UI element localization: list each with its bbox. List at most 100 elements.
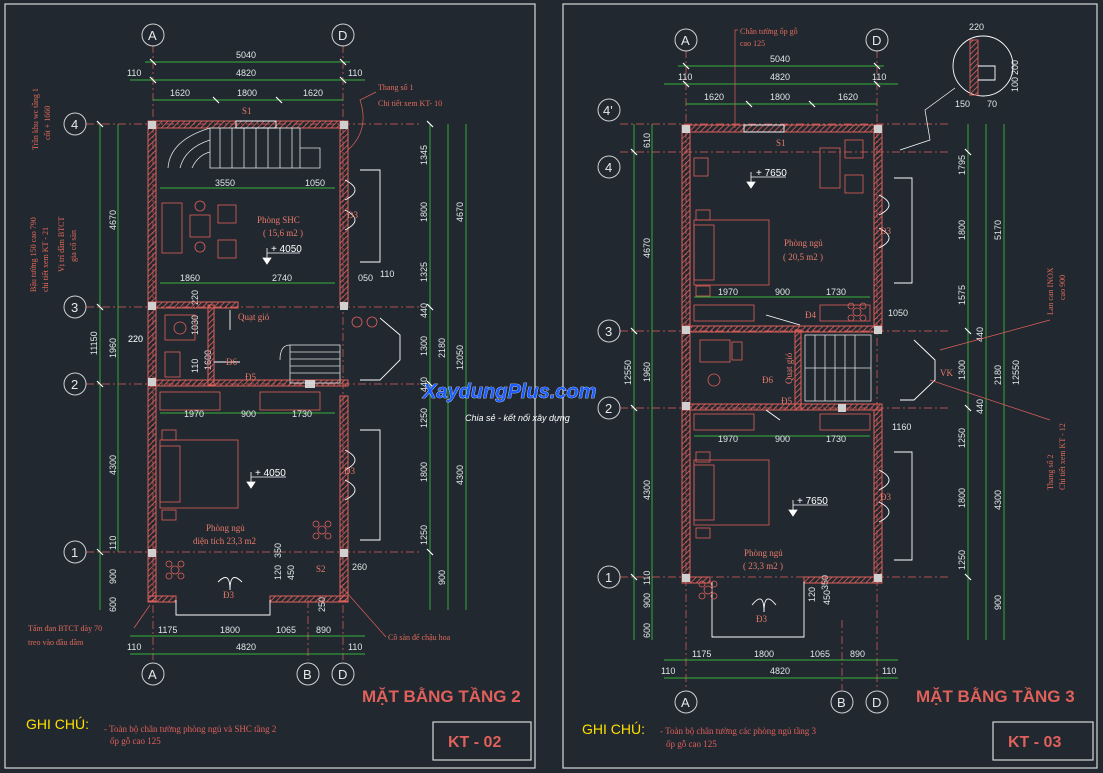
dim-top: 1620 xyxy=(303,88,323,98)
label-quat: Quạt gió xyxy=(784,352,794,384)
axis-label: 4' xyxy=(603,103,613,118)
axis-label: A xyxy=(681,695,690,710)
dim-inner: 220 xyxy=(190,290,200,305)
dim-top: 1620 xyxy=(170,88,190,98)
dim-top: 5040 xyxy=(770,54,790,64)
columns xyxy=(148,121,348,557)
dimension-ticks xyxy=(630,62,972,581)
callout: cao 125 xyxy=(740,39,765,48)
label-s1: S1 xyxy=(242,106,252,116)
vertical-note: cốt + 1660 xyxy=(43,106,52,140)
dim-inner: 900 xyxy=(775,434,790,444)
dim-right: 1250 xyxy=(419,525,429,545)
dim-right: 1325 xyxy=(419,262,429,282)
callout-leader xyxy=(939,319,1051,351)
level-text: + 7650 xyxy=(797,496,828,507)
level-text: + 4050 xyxy=(255,468,286,479)
drawing-title: MẶT BẰNG TẦNG 3 xyxy=(916,687,1075,706)
dim-left: 110 xyxy=(642,571,652,585)
callout-leader xyxy=(929,379,1051,421)
callout: Thang số 1 xyxy=(378,83,414,92)
dim-top: 110 xyxy=(678,72,692,82)
dim-right: 1800 xyxy=(419,202,429,222)
axis-label: 3 xyxy=(71,300,78,315)
callout-leader xyxy=(339,584,387,638)
dim-inner: 1050 xyxy=(888,308,908,318)
dim-inner: 1970 xyxy=(184,409,204,419)
dim-right: 1345 xyxy=(419,145,429,165)
axis-label: A xyxy=(148,667,157,682)
detail-circle xyxy=(952,35,1014,97)
vertical-note: Chi tiết xem KT - 12 xyxy=(1058,423,1067,490)
dim-right: 4300 xyxy=(993,490,1003,510)
dimension-ticks xyxy=(96,58,434,556)
dim-inner: 1730 xyxy=(292,409,312,419)
sheet-number-box xyxy=(432,721,532,761)
dim-top: 1620 xyxy=(704,92,724,102)
dim-right: 1250 xyxy=(957,428,967,448)
axis-bubbles xyxy=(63,23,355,686)
note-text: - Toàn bộ chân tường phòng ngủ và SHC tầ… xyxy=(104,724,276,734)
dim-left: 12550 xyxy=(623,360,633,385)
dim-right: 440 xyxy=(419,303,429,318)
level-text: + 4050 xyxy=(271,244,302,255)
label-d4: Đ4 xyxy=(805,310,816,320)
label-d3: Đ3 xyxy=(880,226,891,236)
note-text: ốp gỗ cao 125 xyxy=(666,739,717,749)
label-d3: Đ3 xyxy=(344,466,355,476)
axis-bubbles xyxy=(597,28,889,714)
dim-right: 900 xyxy=(437,570,447,585)
dim-left: 600 xyxy=(108,597,118,612)
room-name: Phòng ngủ xyxy=(206,523,245,533)
axis-label: B xyxy=(837,695,846,710)
room-name: Phòng SHC xyxy=(257,215,300,225)
room-name: Phòng ngủ xyxy=(744,548,783,558)
dim-left: 900 xyxy=(108,569,118,584)
sheet-number: KT - 03 xyxy=(1008,734,1061,751)
dim-left: 4300 xyxy=(108,455,118,475)
axis-label: A xyxy=(148,28,157,43)
dim-bottom: 1800 xyxy=(220,625,240,635)
dim-right: 440 xyxy=(975,327,985,342)
furniture xyxy=(693,139,871,539)
dim-inner: 1050 xyxy=(305,178,325,188)
dim-right: 4300 xyxy=(455,465,465,485)
dim-left: 900 xyxy=(642,593,652,608)
dim-right: 4670 xyxy=(455,202,465,222)
dim-left: 220 xyxy=(128,334,143,344)
dim-bottom: 1800 xyxy=(754,649,774,659)
callout: Tấm đan BTCT dày 70 xyxy=(28,624,102,633)
dim-inner: 2740 xyxy=(272,273,292,283)
dim-top: 1800 xyxy=(237,88,257,98)
label-vk: VK xyxy=(940,368,953,378)
dim-bottom: 1175 xyxy=(692,649,711,659)
dim-inner: 100 xyxy=(1010,77,1020,92)
drawing-title: MẶT BẰNG TẦNG 2 xyxy=(362,687,521,706)
walls xyxy=(147,120,349,603)
dim-right: 2180 xyxy=(993,365,1003,385)
dim-top: 5040 xyxy=(236,50,256,60)
dim-inner: 050 xyxy=(358,273,373,283)
sheet-border xyxy=(562,3,1098,769)
axis-label: 1 xyxy=(71,545,78,560)
dim-bottom: 1065 xyxy=(276,625,296,635)
dim-bottom: 4820 xyxy=(236,642,256,652)
note-text: - Toàn bộ chân tường các phòng ngủ tầng … xyxy=(660,726,817,736)
callout-leader xyxy=(347,91,377,151)
dim-inner: 900 xyxy=(775,287,790,297)
axis-label: D xyxy=(338,667,347,682)
dim-right: 1795 xyxy=(957,155,967,175)
dim-right: 1250 xyxy=(957,550,967,570)
level-text: + 7650 xyxy=(756,168,787,179)
level-marker xyxy=(746,172,828,517)
dim-left: 4300 xyxy=(642,480,652,500)
label-d3: Đ3 xyxy=(347,210,358,220)
dim-inner: 1730 xyxy=(826,287,846,297)
dim-top: 4820 xyxy=(236,68,256,78)
sheet-border xyxy=(4,3,536,769)
note-label: GHI CHÚ: xyxy=(26,716,89,732)
room-area: ( 20,5 m2 ) xyxy=(783,252,823,262)
sheet-number: KT - 02 xyxy=(448,734,501,751)
dim-inner: 1970 xyxy=(718,287,738,297)
axis-label: A xyxy=(681,33,690,48)
